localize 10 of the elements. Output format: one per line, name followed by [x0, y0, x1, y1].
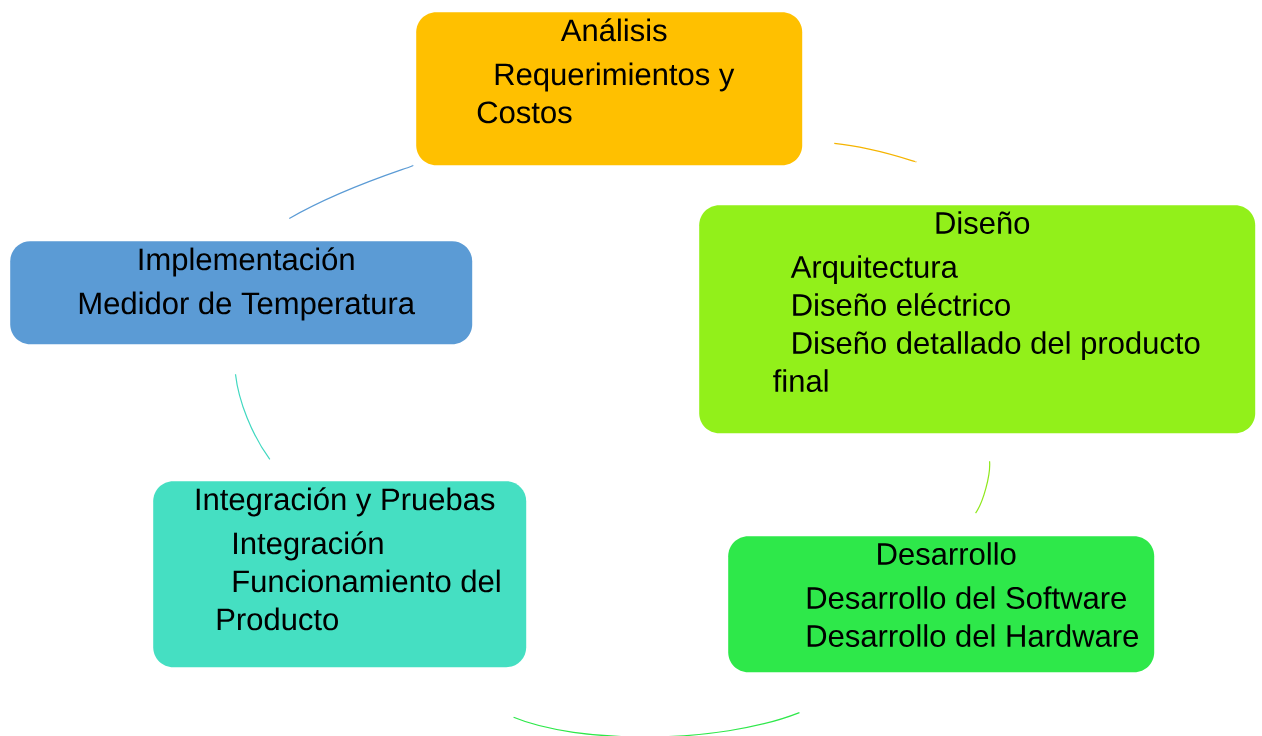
process-box: Implementación Medidor de Temperatura	[10, 241, 473, 345]
process-box: Análisis Requerimientos y Costos	[416, 12, 803, 166]
connector-arc	[512, 712, 801, 736]
connector-arc	[288, 164, 414, 220]
connector-arc	[975, 460, 991, 514]
process-box: Integración y Pruebas Integración Funcionamiento del Producto	[153, 481, 527, 668]
process-box: Desarrollo Desarrollo del Software Desarrollo del Hardware	[728, 536, 1155, 673]
connector-arc	[833, 142, 917, 163]
process-box: Diseño Arquitectura Diseño eléctrico Diseño detallado del producto final	[699, 205, 1256, 434]
connector-arc	[234, 373, 271, 460]
